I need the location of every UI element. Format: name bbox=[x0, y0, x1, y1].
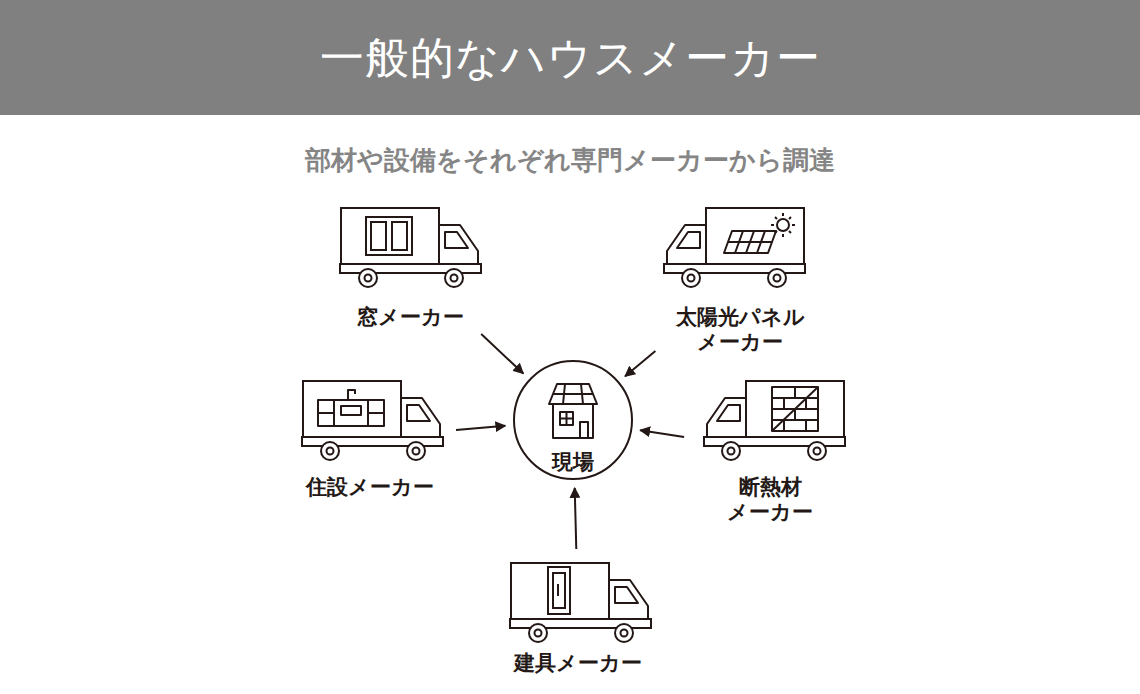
house-icon bbox=[549, 384, 597, 438]
insulation-truck bbox=[704, 381, 845, 460]
node-label: 太陽光パネル メーカー bbox=[670, 305, 810, 355]
supply-arrow bbox=[456, 426, 505, 430]
header-band: 一般的なハウスメーカー bbox=[0, 0, 1140, 115]
node-label: 断熱材 メーカー bbox=[700, 475, 840, 525]
node-label: 現場 bbox=[515, 450, 631, 475]
supply-arrow bbox=[640, 430, 684, 437]
node-label: 住設メーカー bbox=[300, 475, 440, 500]
supplier-node: 太陽光パネル メーカー bbox=[660, 205, 820, 355]
node-label: 建具メーカー bbox=[508, 651, 648, 676]
site-circle: 現場 bbox=[513, 360, 633, 480]
supply-arrow bbox=[481, 334, 523, 373]
supplier-node: 建具メーカー bbox=[498, 555, 658, 676]
window-truck bbox=[340, 208, 481, 287]
node-label: 窓メーカー bbox=[340, 305, 480, 330]
title-text: 一般的なハウスメーカー bbox=[0, 0, 1140, 115]
supplier-node: 断熱材 メーカー bbox=[690, 375, 850, 525]
equipment-truck bbox=[302, 381, 443, 460]
door-truck bbox=[510, 563, 651, 642]
supply-arrow bbox=[625, 351, 655, 376]
subtitle-text: 部材や設備をそれぞれ専門メーカーから調達 bbox=[0, 144, 1140, 176]
solar-truck bbox=[664, 208, 805, 287]
supply-arrow bbox=[575, 488, 577, 549]
supplier-node: 窓メーカー bbox=[330, 205, 490, 330]
supplier-node: 住設メーカー bbox=[290, 375, 450, 500]
